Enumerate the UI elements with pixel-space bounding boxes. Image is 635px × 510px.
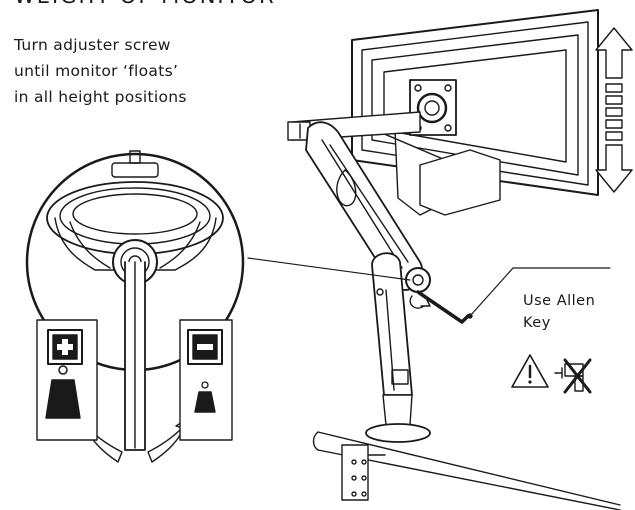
allen-key [409, 290, 470, 324]
decrease-weight-panel [179, 319, 233, 441]
up-down-arrow-icon [595, 27, 633, 193]
allen-key-line-2: Key [523, 315, 551, 331]
magnified-detail [25, 150, 245, 451]
monitor-arm [287, 111, 431, 443]
plus-icon [47, 329, 83, 365]
allen-key-leader-line [469, 267, 611, 317]
instruction-line-3: in all height positions [14, 88, 187, 106]
instruction-line-1: Turn adjuster screw [14, 36, 171, 54]
allen-key-callout: Use Allen Key [523, 290, 595, 334]
allen-key-line-1: Use Allen [523, 293, 596, 309]
magnifier-leader-line [247, 257, 411, 281]
instruction-line-2: until monitor ‘floats’ [14, 62, 179, 80]
diagram-title: WEIGHT OF MONITOR [14, 0, 276, 8]
no-power-drill-icon [554, 358, 592, 394]
increase-weight-panel [36, 319, 98, 441]
light-weight-icon [194, 381, 216, 413]
desk-clamp [312, 431, 621, 510]
heavy-weight-icon [45, 365, 81, 419]
instruction-text: Turn adjuster screw until monitor ‘float… [14, 32, 187, 110]
monitor [351, 9, 599, 216]
minus-icon [187, 329, 223, 365]
warning-triangle-icon [511, 354, 549, 388]
